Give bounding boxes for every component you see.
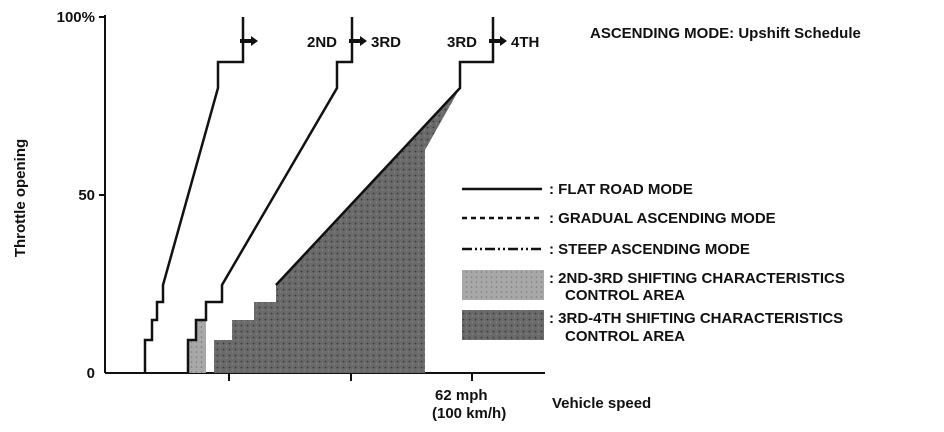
shift-label-3rd-b: 3RD [447,34,477,51]
shift-line-1st-2nd [143,17,245,373]
shift-line-2nd-3rd [186,17,354,373]
legend-label-flat: : FLAT ROAD MODE [549,181,693,198]
shift-arrow-1-2 [240,36,258,46]
legend-label-gradual: : GRADUAL ASCENDING MODE [549,210,776,227]
legend-label-area23-line1: : 2ND-3RD SHIFTING CHARACTERISTICS [549,270,845,287]
legend-label-area34-line1: : 3RD-4TH SHIFTING CHARACTERISTICS [549,310,843,327]
shift-label-3rd-a: 3RD [371,34,401,51]
shift-arrow-2-3 [349,36,367,46]
shift-line-3rd-4th [275,17,495,286]
shift-arrow-3-4 [489,36,507,46]
x-marker-kmh: (100 km/h) [432,405,506,422]
y-tick-label-50: 50 [78,187,95,204]
legend-swatch-area23 [462,270,544,300]
legend-label-area23-line2: CONTROL AREA [565,287,685,304]
x-axis-label: Vehicle speed [552,395,651,412]
diagram-title: ASCENDING MODE: Upshift Schedule [590,25,861,42]
legend-label-area34-line2: CONTROL AREA [565,328,685,345]
area-2nd-3rd [188,320,206,373]
x-marker-mph: 62 mph [435,387,488,404]
y-axis-label: Throttle opening [12,139,29,257]
y-tick-label-0: 0 [87,365,95,382]
legend: : FLAT ROAD MODE : GRADUAL ASCENDING MOD… [462,181,845,345]
legend-swatch-area34 [462,310,544,340]
legend-label-steep: : STEEP ASCENDING MODE [549,241,750,258]
shift-label-4th: 4TH [511,34,539,51]
area-3rd-4th [214,88,460,373]
y-tick-label-100: 100% [57,9,95,26]
shift-label-2nd: 2ND [307,34,337,51]
